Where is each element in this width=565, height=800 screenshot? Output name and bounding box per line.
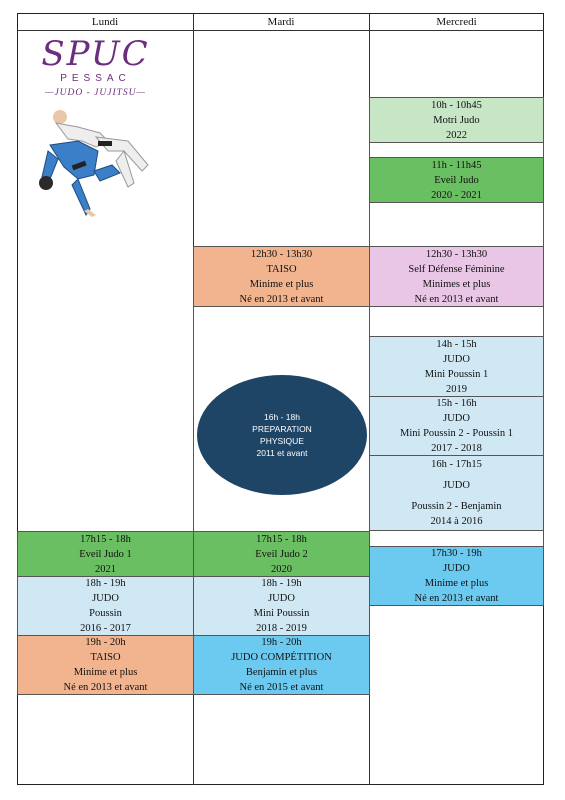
class-line: 15h - 16h: [436, 398, 477, 409]
class-line: Eveil Judo: [434, 174, 479, 186]
class-line: 2020: [271, 563, 292, 575]
class-line: 19h - 20h: [261, 637, 302, 648]
class-line: 16h - 17h15: [431, 459, 482, 470]
class-line: Né en 2015 et avant: [239, 682, 324, 693]
class-line: Minimes et plus: [422, 278, 491, 290]
logo-tagline-text: JUDO - JUJITSU: [54, 88, 137, 98]
empty-slot: [369, 202, 544, 247]
class-line: Né en 2013 et avant: [414, 293, 499, 305]
class-line: Poussin: [89, 608, 122, 619]
logo-tagline: —JUDO - JUJITSU—: [45, 88, 146, 98]
class-line: 11h - 11h45: [431, 159, 482, 171]
class-line: 12h30 - 13h30: [250, 248, 313, 260]
class-line: 19h - 20h: [85, 637, 126, 648]
class-line: Self Défense Féminine: [408, 263, 505, 275]
class-line: 2017 - 2018: [431, 443, 482, 454]
class-line: 18h - 19h: [85, 578, 126, 589]
header-divider: [17, 30, 544, 31]
empty-slot: [369, 530, 544, 547]
class-line: Minime et plus: [424, 578, 489, 589]
class-line: 2020 - 2021: [431, 189, 482, 201]
class-line: Eveil Judo 1: [79, 548, 132, 560]
class-line: TAISO: [266, 263, 297, 275]
class-line: 2019: [446, 383, 467, 395]
header-wednesday: Mercredi: [436, 16, 477, 28]
class-line: 2014 à 2016: [430, 516, 483, 527]
class-line: 2021: [95, 563, 116, 575]
class-line: Né en 2013 et avant: [239, 293, 324, 305]
empty-slot: [369, 306, 544, 337]
class-line: JUDO: [443, 353, 470, 365]
class-line: JUDO COMPÉTITION: [231, 652, 332, 663]
logo-wordmark: SPUC: [41, 34, 150, 74]
empty-slot: [369, 142, 544, 158]
judoka-illustration: [39, 110, 149, 217]
class-line: 12h30 - 13h30: [425, 248, 488, 260]
class-line: Né en 2013 et avant: [63, 682, 148, 693]
class-line: 2016 - 2017: [80, 623, 131, 634]
empty-slot: [17, 30, 194, 532]
preparation-physique-circle[interactable]: 16h - 18h PREPARATION PHYSIQUE 2011 et a…: [197, 375, 367, 495]
class-line: JUDO: [92, 593, 119, 604]
class-line: 17h15 - 18h: [80, 533, 131, 545]
logo-city: PESSAC: [60, 73, 131, 84]
class-line: 2018 - 2019: [256, 623, 307, 634]
class-line: Minime et plus: [249, 278, 314, 290]
circle-line: PHYSIQUE: [260, 436, 304, 446]
class-line: 14h - 15h: [436, 338, 477, 350]
circle-line: 2011 et avant: [256, 448, 308, 458]
circle-line: 16h - 18h: [264, 412, 300, 422]
class-line: Motri Judo: [433, 114, 480, 126]
class-line: Eveil Judo 2: [255, 548, 308, 560]
class-line: 10h - 10h45: [431, 99, 482, 111]
class-line: 17h30 - 19h: [431, 548, 482, 559]
circle-line: PREPARATION: [252, 424, 312, 434]
header-tuesday: Mardi: [267, 16, 295, 28]
class-line: 2022: [446, 129, 467, 141]
class-line: 18h - 19h: [261, 578, 302, 589]
class-line: JUDO: [268, 593, 295, 604]
class-line: Poussin 2 - Benjamin: [411, 501, 502, 512]
class-line: JUDO: [443, 413, 470, 424]
class-line: JUDO: [443, 563, 470, 574]
empty-slot: [193, 306, 370, 532]
class-line: Benjamin et plus: [245, 667, 318, 678]
class-line: Minime et plus: [73, 667, 138, 678]
club-logo: SPUC PESSAC —JUDO - JUJITSU—: [33, 36, 158, 100]
class-line: Né en 2013 et avant: [414, 593, 499, 604]
class-line: Mini Poussin 2 - Poussin 1: [400, 428, 513, 439]
class-line: Mini Poussin: [253, 608, 310, 619]
header-monday: Lundi: [91, 16, 119, 28]
class-line: JUDO: [443, 480, 470, 491]
class-line: 17h15 - 18h: [256, 533, 307, 545]
class-line: TAISO: [90, 652, 121, 663]
class-line: Mini Poussin 1: [424, 368, 489, 380]
